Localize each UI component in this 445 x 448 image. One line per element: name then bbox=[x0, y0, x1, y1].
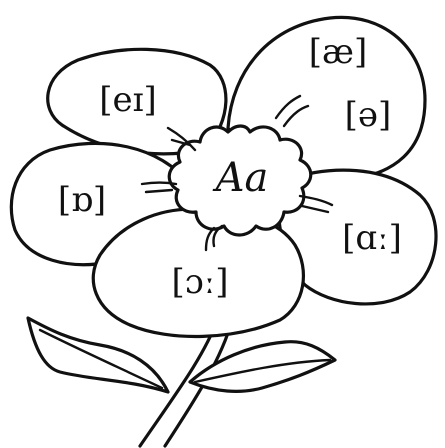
petal-label-ei: [eɪ] bbox=[99, 80, 157, 120]
flower-center bbox=[167, 124, 313, 237]
petal-label-long-a: [ɑː] bbox=[342, 218, 402, 258]
leaf-right bbox=[188, 340, 337, 393]
petal-label-schwa: [ə] bbox=[345, 95, 392, 135]
leaf-left bbox=[26, 316, 170, 394]
petal-connector-strokes bbox=[140, 94, 334, 252]
center-letter: Aa bbox=[212, 155, 269, 201]
petal-label-long-o: [ɔː] bbox=[171, 262, 228, 302]
petal-label-short-o: [ɒ] bbox=[58, 180, 106, 220]
petal-long-o bbox=[91, 207, 305, 339]
petal-label-ae: [æ] bbox=[309, 32, 368, 72]
